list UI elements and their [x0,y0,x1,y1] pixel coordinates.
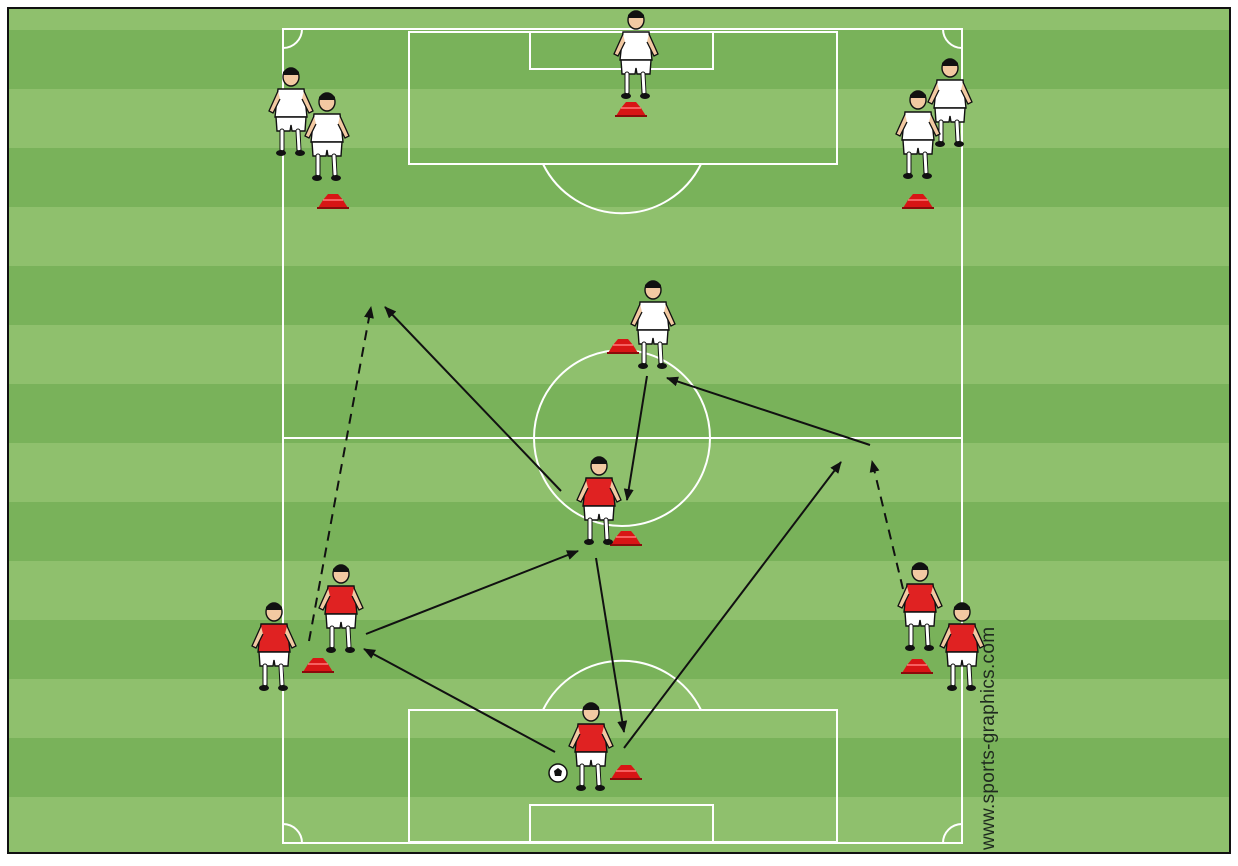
watermark-text: www.sports-graphics.com [978,627,1000,850]
grass-stripes [8,8,1230,853]
soccer-ball [549,764,567,782]
